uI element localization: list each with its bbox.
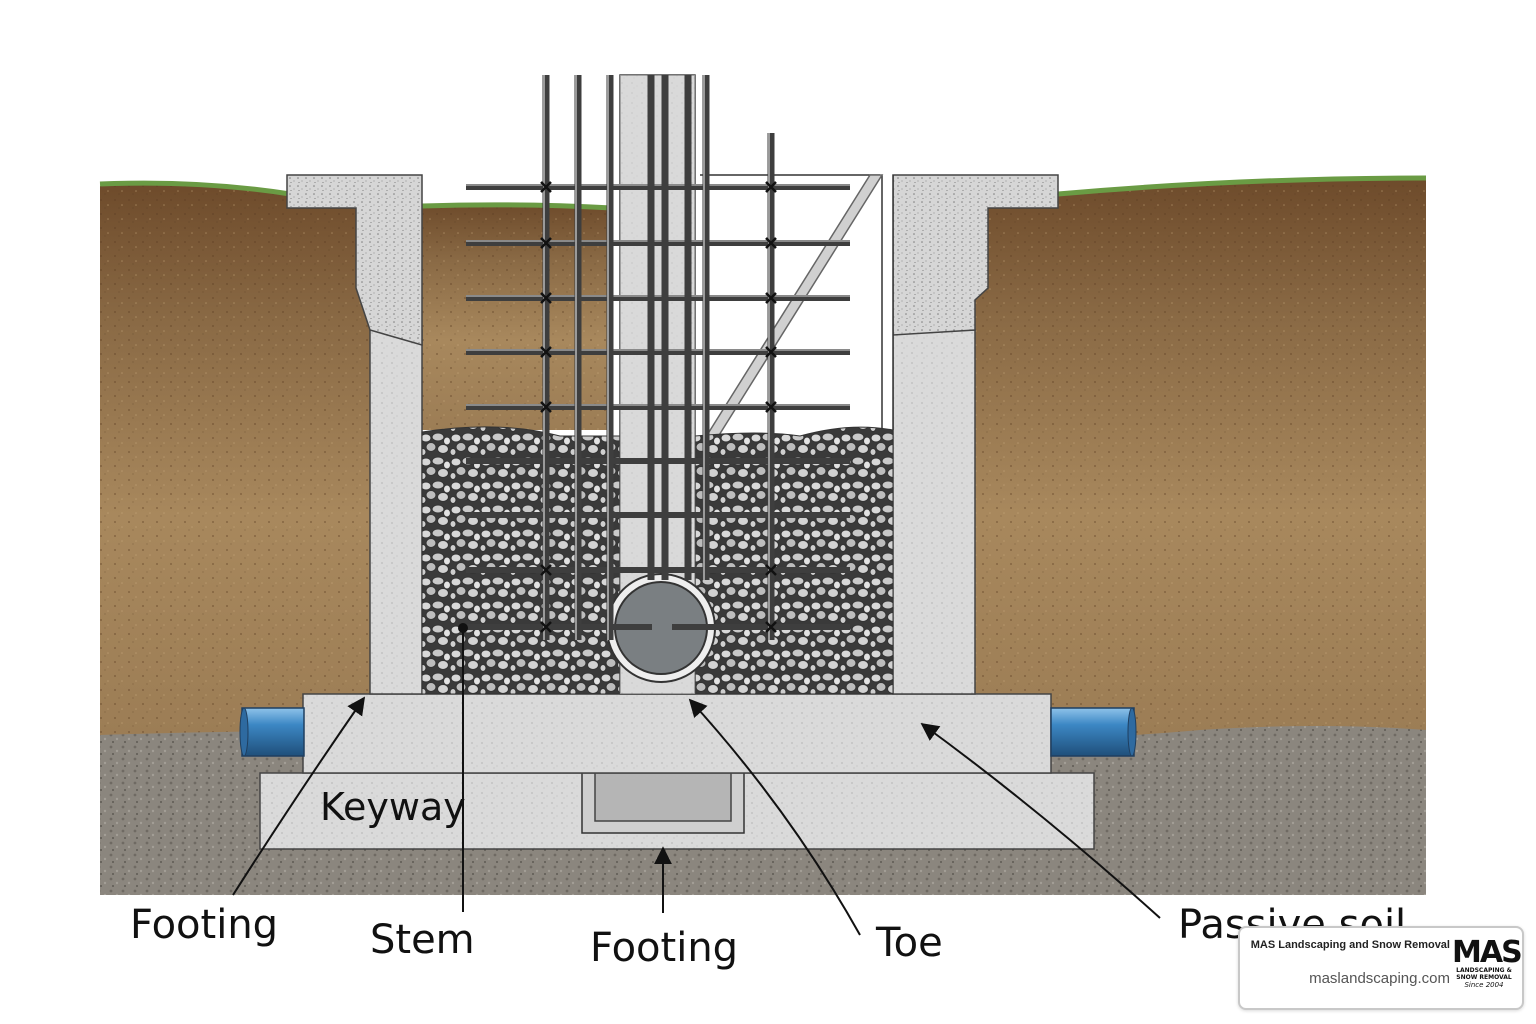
rebar-vertical <box>542 75 775 640</box>
leader-lines <box>232 628 1161 936</box>
left-wall <box>286 174 423 695</box>
label-keyway: Keyway <box>320 785 466 829</box>
label-footing-bottom: Footing <box>590 925 739 971</box>
leader-passive-soil <box>920 722 1161 919</box>
label-stem: Stem <box>370 917 475 963</box>
leader-toe <box>688 698 861 936</box>
gravel-backfill-left <box>421 426 621 695</box>
right-wall <box>892 174 1059 695</box>
drain-pipe-left <box>239 707 305 757</box>
grass-line <box>99 175 1427 211</box>
brand-card[interactable]: MAS Landscaping and Snow Removal masland… <box>1238 926 1524 1010</box>
rebar-horizontal <box>466 184 850 630</box>
perforated-drain-pipe <box>606 573 716 683</box>
brand-name: MAS Landscaping and Snow Removal <box>1250 939 1450 951</box>
drain-pipe-right <box>1050 707 1137 757</box>
leader-footing-left <box>232 696 366 896</box>
soil-layer <box>100 180 1426 736</box>
logo-subtitle: LANDSCAPING & SNOW REMOVAL <box>1456 967 1512 981</box>
stem-leader-dot <box>458 623 468 633</box>
label-toe: Toe <box>876 920 943 966</box>
brand-url[interactable]: maslandscaping.com <box>1309 970 1450 987</box>
gravel-backfill-right <box>694 426 894 695</box>
logo-since: Since 2004 <box>1464 981 1504 990</box>
brand-logo: MAS LANDSCAPING & SNOW REMOVAL Since 200… <box>1452 935 1522 1000</box>
label-footing-left: Footing <box>130 902 279 948</box>
logo-mark: MAS <box>1452 935 1522 970</box>
rebar-ties <box>540 181 777 633</box>
base-slab <box>302 693 1052 774</box>
